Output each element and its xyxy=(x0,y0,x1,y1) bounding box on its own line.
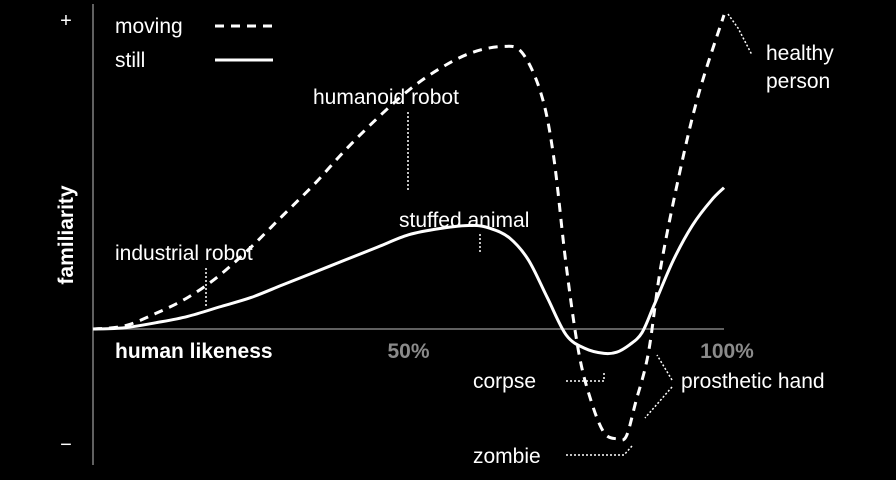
annotation-zombie: zombie xyxy=(473,445,541,468)
annotations: industrial robot humanoid robot stuffed an… xyxy=(115,13,834,468)
leader-healthy-person xyxy=(727,13,753,56)
annotation-stuffed-animal: stuffed animal xyxy=(399,209,529,232)
legend-label-moving: moving xyxy=(115,15,183,38)
x-tick-label: 100% xyxy=(700,340,754,363)
leader-zombie xyxy=(566,445,633,456)
leader-corpse xyxy=(566,373,605,382)
annotation-industrial-robot: industrial robot xyxy=(115,242,253,265)
series-curves xyxy=(92,14,726,442)
annotation-healthy-person-line1: healthy xyxy=(766,42,834,65)
annotation-corpse: corpse xyxy=(473,370,536,393)
legend: moving still xyxy=(115,15,273,72)
series-line-still xyxy=(92,186,726,356)
leader-prosthetic-hand-1 xyxy=(656,354,673,381)
leader-prosthetic-hand-2 xyxy=(644,386,673,419)
axes: + − 50% 100% human likeness familiarity xyxy=(55,4,754,465)
series-line-moving xyxy=(92,14,726,442)
y-tick-label: − xyxy=(60,434,72,456)
annotation-healthy-person-line2: person xyxy=(766,70,830,93)
x-axis-label: human likeness xyxy=(115,340,273,363)
annotation-prosthetic-hand: prosthetic hand xyxy=(681,370,825,393)
x-tick-label: 50% xyxy=(387,340,429,363)
annotation-humanoid-robot: humanoid robot xyxy=(313,86,459,109)
y-tick-label: + xyxy=(60,10,72,32)
legend-label-still: still xyxy=(115,49,145,72)
y-axis-label: familiarity xyxy=(55,185,78,285)
